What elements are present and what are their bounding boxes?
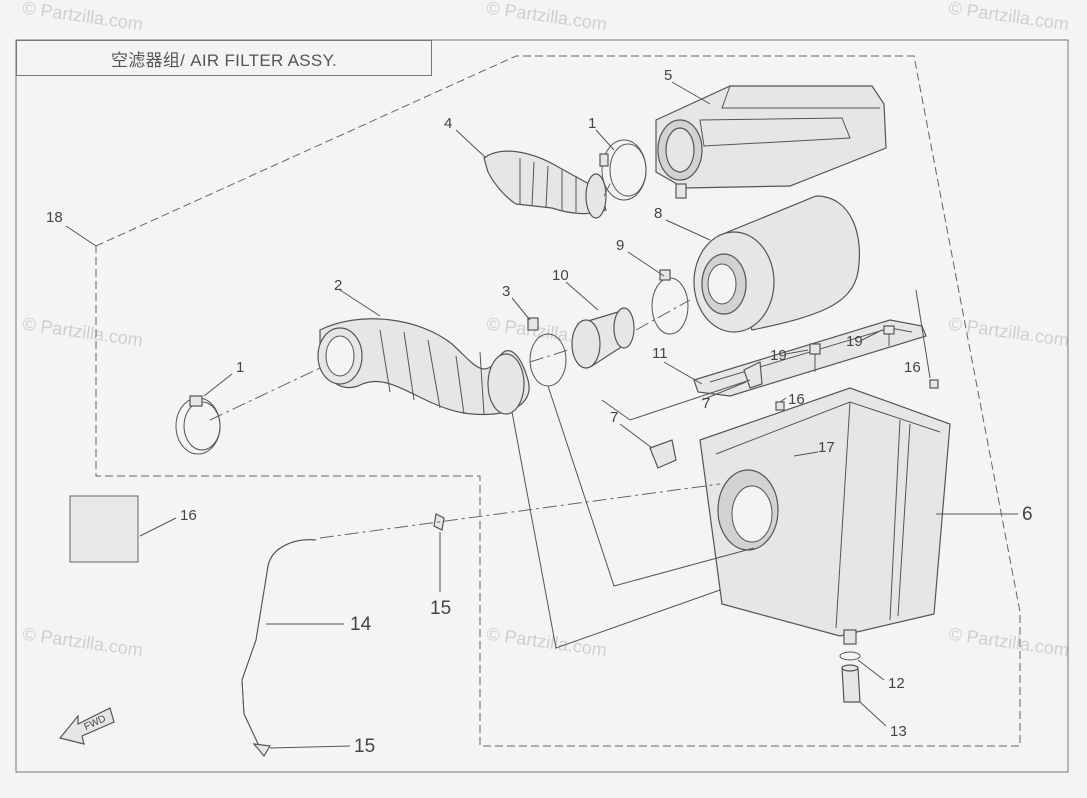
leader-8 <box>665 219 711 241</box>
callout-9: 9 <box>616 237 624 254</box>
leader-7b <box>619 423 653 449</box>
callout-15: 15 <box>354 736 375 757</box>
leader-10 <box>565 281 599 311</box>
bolt-19a <box>809 343 821 372</box>
callout-6: 6 <box>1022 504 1033 525</box>
grommet-16a <box>929 379 939 389</box>
callout-14: 14 <box>350 614 372 635</box>
axis-line <box>547 385 755 587</box>
leader-16b <box>779 397 787 403</box>
grommet-16b <box>775 401 785 411</box>
clip-7a <box>743 361 763 389</box>
leader-5 <box>671 81 711 105</box>
callout-10: 10 <box>552 267 569 284</box>
leader-11 <box>663 361 703 385</box>
callout-15: 15 <box>430 598 451 619</box>
callout-7: 7 <box>702 395 710 412</box>
hose-clamp-lower <box>175 395 221 455</box>
axis-line <box>511 411 721 649</box>
leader-7a <box>701 381 747 401</box>
drain-clamp-12 <box>839 651 861 661</box>
leader-17 <box>139 517 177 537</box>
air-box-case <box>699 387 951 645</box>
filter-joint <box>571 307 635 369</box>
leader-13 <box>859 701 887 727</box>
callout-4: 4 <box>444 115 452 132</box>
callout-13: 13 <box>890 723 907 740</box>
leader-19b <box>861 329 883 341</box>
leader-18 <box>65 225 97 247</box>
callout-1: 1 <box>588 115 596 132</box>
axis-line <box>601 379 751 421</box>
callout-12: 12 <box>888 675 905 692</box>
diagram-title: 空滤器组/ AIR FILTER ASSY. <box>16 40 432 76</box>
air-filter-element <box>693 195 861 333</box>
callout-16: 17 <box>818 439 835 456</box>
callout-7: 7 <box>610 409 618 426</box>
callout-17: 16 <box>180 507 197 524</box>
intake-snorkel <box>483 150 607 219</box>
breather-hose <box>241 539 317 749</box>
callout-2: 2 <box>334 277 342 294</box>
leader-2 <box>339 289 381 317</box>
axis-line <box>209 367 321 421</box>
air-box-cover <box>655 85 887 199</box>
callout-19: 19 <box>770 347 787 364</box>
axis-line <box>915 289 931 379</box>
callout-5: 5 <box>664 67 672 84</box>
clip-7b <box>649 439 677 469</box>
hose-clamp-9 <box>651 269 689 335</box>
outer-frame <box>15 39 1069 773</box>
assembly-outline <box>95 55 1021 747</box>
axis-line <box>319 483 721 539</box>
leader-3 <box>511 297 531 321</box>
intake-tube <box>317 318 530 416</box>
leader-1b <box>203 373 233 397</box>
leader-1a <box>595 129 615 151</box>
leader-9 <box>627 251 665 277</box>
leader-12 <box>857 659 885 681</box>
bolt-19b <box>883 325 895 346</box>
diagram-title-text: 空滤器组/ AIR FILTER ASSY. <box>110 50 338 70</box>
axis-line <box>529 349 569 363</box>
callout-8: 8 <box>654 205 662 222</box>
hose-clamp-upper <box>599 139 647 201</box>
axis-line <box>603 179 613 197</box>
leader-16c <box>793 451 819 457</box>
axis-line <box>635 299 691 331</box>
callout-19: 19 <box>846 333 863 350</box>
callout-16: 16 <box>904 359 921 376</box>
drain-plug-13 <box>841 664 861 703</box>
callout-1: 1 <box>236 359 244 376</box>
leader-4 <box>455 129 487 159</box>
fwd-arrow-icon <box>58 707 115 745</box>
callout-11: 11 <box>652 345 668 362</box>
callout-18: 18 <box>46 209 63 226</box>
hose-clip-15b <box>252 743 271 758</box>
callout-16: 16 <box>788 391 805 408</box>
leader-19a <box>785 349 809 355</box>
label-17 <box>69 495 139 563</box>
leader-15b <box>269 745 351 749</box>
callout-3: 3 <box>502 283 510 300</box>
